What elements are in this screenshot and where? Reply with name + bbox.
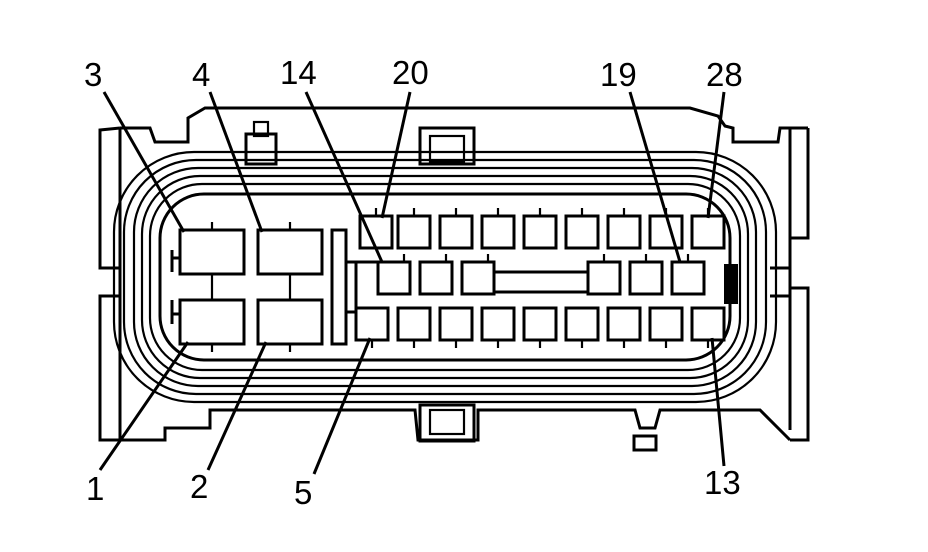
label-pin-5: 5 xyxy=(294,474,312,511)
label-pin-20: 20 xyxy=(392,54,429,91)
cavity-18 xyxy=(628,260,664,296)
cavity-12 xyxy=(648,306,684,342)
cavity-6 xyxy=(396,306,432,342)
label-pin-14: 14 xyxy=(280,54,317,91)
large-cavities xyxy=(170,222,324,352)
cavity-9 xyxy=(522,306,558,342)
cavity-21 xyxy=(396,214,432,250)
cavity-7 xyxy=(438,306,474,342)
cavity-27 xyxy=(648,214,684,250)
cavity-19 xyxy=(670,260,706,296)
cavity-14 xyxy=(376,260,412,296)
pin-labels: 3 4 14 20 19 28 1 2 5 13 xyxy=(84,54,743,511)
label-pin-4: 4 xyxy=(192,56,210,93)
cavity-15 xyxy=(418,260,454,296)
cavity-26 xyxy=(606,214,642,250)
connector-housing xyxy=(98,106,810,452)
cavity-24 xyxy=(522,214,558,250)
cavity-1 xyxy=(178,298,246,346)
cavity-4 xyxy=(256,228,324,276)
cavity-17 xyxy=(586,260,622,296)
cavity-22 xyxy=(438,214,474,250)
label-pin-28: 28 xyxy=(706,56,743,93)
cavity-8 xyxy=(480,306,516,342)
polarization-key xyxy=(724,264,738,304)
leader-lines xyxy=(98,91,726,475)
small-cavities xyxy=(354,208,738,348)
center-divider xyxy=(330,228,588,346)
cavity-16 xyxy=(460,260,496,296)
label-pin-1: 1 xyxy=(86,470,104,507)
cavity-23 xyxy=(480,214,516,250)
cavity-25 xyxy=(564,214,600,250)
cavity-13 xyxy=(690,306,726,342)
cavity-3 xyxy=(178,228,246,276)
label-pin-19: 19 xyxy=(600,56,637,93)
label-pin-2: 2 xyxy=(190,468,208,505)
cavity-28 xyxy=(690,214,726,250)
cavity-10 xyxy=(564,306,600,342)
cavity-11 xyxy=(606,306,642,342)
cavity-5 xyxy=(354,306,390,342)
cavity-2 xyxy=(256,298,324,346)
label-pin-3: 3 xyxy=(84,56,102,93)
label-pin-13: 13 xyxy=(704,464,741,501)
